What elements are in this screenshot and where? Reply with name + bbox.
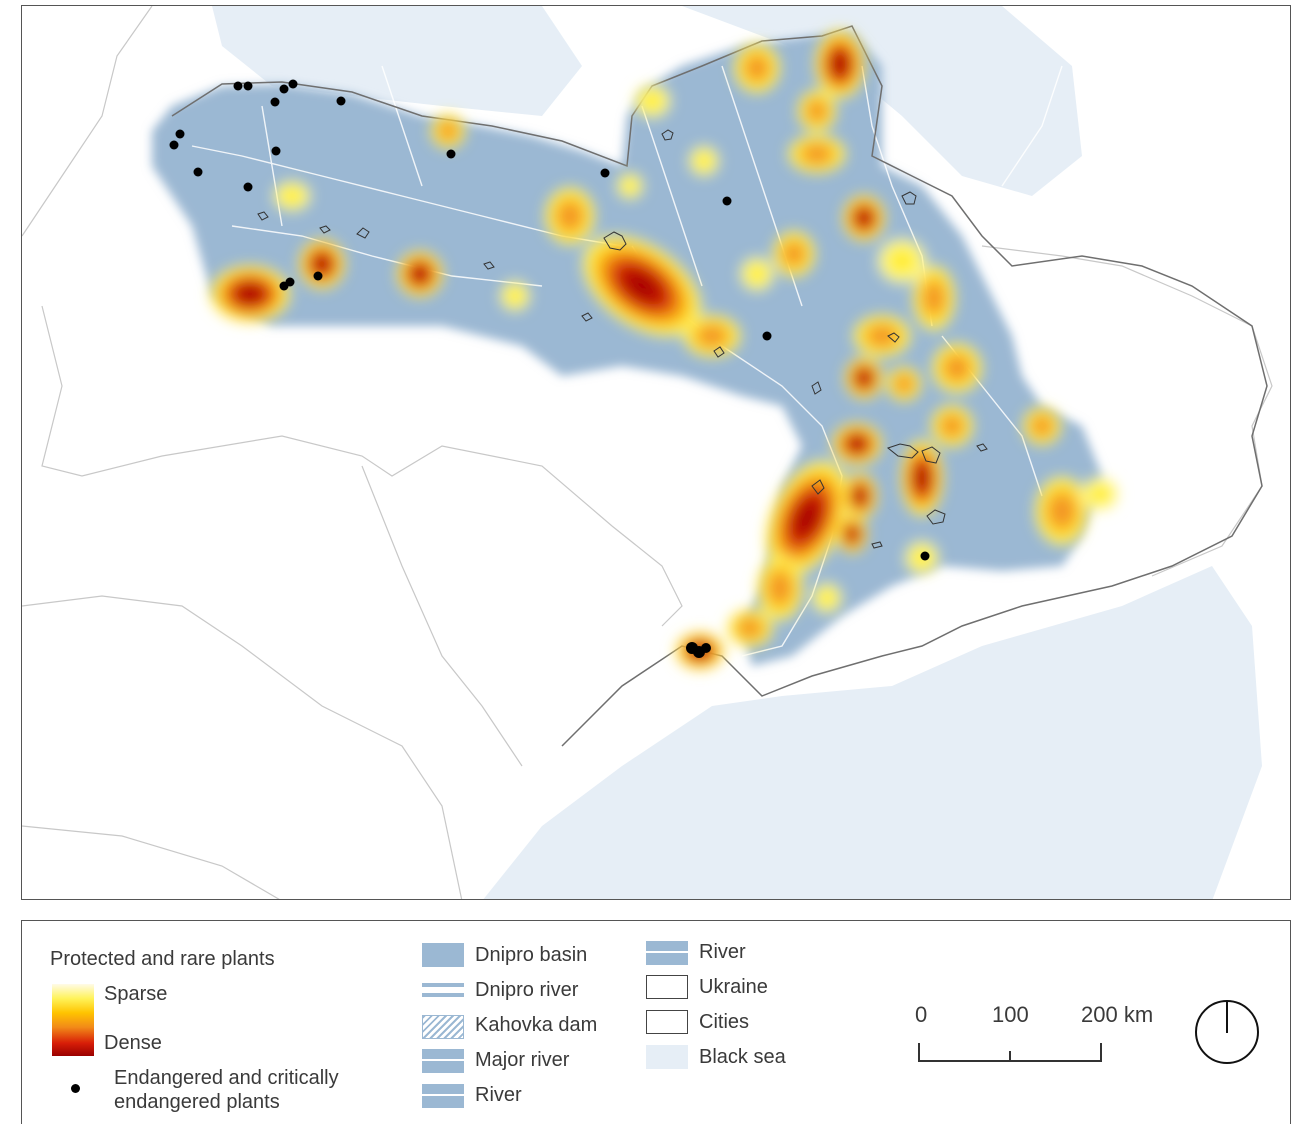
- legend-black-sea: Black sea: [699, 1046, 786, 1068]
- black-sea: [483, 566, 1262, 899]
- endangered-label-line1: Endangered and critically: [114, 1067, 339, 1089]
- major-river-swatch: [422, 1049, 464, 1073]
- legend-dnipro-river: Dnipro river: [475, 979, 579, 1001]
- endangered-label-line2: endangered plants: [114, 1091, 280, 1113]
- heat-legend-title: Protected and rare plants: [50, 948, 275, 970]
- dnipro-river-swatch: [422, 983, 464, 997]
- legend-dnipro-basin: Dnipro basin: [475, 944, 588, 966]
- plant-density-heatmap: [208, 28, 1120, 671]
- scale-tick-100: 100: [992, 1002, 1029, 1027]
- endangered-dot-icon: [71, 1084, 80, 1093]
- map-canvas: [22, 6, 1273, 899]
- endangered-plant-points: [169, 79, 930, 658]
- dnipro-basin-swatch: [422, 943, 464, 967]
- map-legend: Protected and rare plants Sparse Dense E…: [21, 920, 1291, 1124]
- legend-major-river: Major river: [475, 1049, 570, 1071]
- city-outlines: [257, 129, 988, 549]
- north-arrow-icon: [1195, 1000, 1259, 1064]
- heat-legend-sparse: Sparse: [104, 983, 168, 1005]
- map-panel: [21, 5, 1291, 900]
- kahovka-dam-swatch: [422, 1015, 464, 1039]
- scale-bar: [918, 1043, 1102, 1062]
- river-swatch-2: [646, 941, 688, 965]
- legend-cities: Cities: [699, 1011, 750, 1033]
- legend-kahovka-dam: Kahovka dam: [475, 1014, 598, 1036]
- ukraine-border: [171, 25, 1268, 747]
- ukraine-swatch: [646, 975, 688, 999]
- legend-river: River: [475, 1084, 522, 1106]
- cities-swatch: [646, 1010, 688, 1034]
- river-swatch: [422, 1084, 464, 1108]
- density-gradient-bar: [52, 984, 94, 1056]
- legend-ukraine: Ukraine: [699, 976, 768, 998]
- black-sea-swatch: [646, 1045, 688, 1069]
- legend-river-2: River: [699, 941, 746, 963]
- heat-legend-dense: Dense: [104, 1032, 162, 1054]
- scale-tick-200: 200 km: [1081, 1002, 1154, 1027]
- scale-tick-0: 0: [915, 1002, 928, 1027]
- country-borders: [22, 6, 1273, 899]
